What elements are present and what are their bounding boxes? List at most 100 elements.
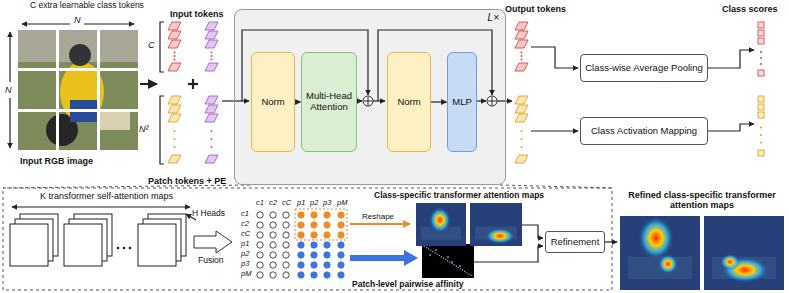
norm-box: Norm [251,52,295,152]
ellipsis-dot [117,247,120,250]
ellipsis-dot [211,55,213,57]
matrix-cell [283,262,289,268]
ellipsis-dot [521,130,523,132]
label-box: p2 [241,250,249,259]
arrow [476,100,486,101]
label-box: C [148,40,155,50]
token [515,155,528,163]
bracket [160,96,164,164]
ellipsis-dot [521,138,523,140]
label: cC [282,199,291,208]
matrix-cell [338,212,344,218]
class-patch-box [295,209,347,240]
matrix-cell [324,272,330,278]
label: pM [337,199,347,208]
label: p2 [310,199,318,208]
patch-grid [18,30,138,150]
label-box: p2 [310,199,318,208]
token [168,114,181,122]
zoom-line [500,185,612,188]
label: p2 [241,250,249,259]
label-box: Fusion [198,256,224,266]
affinity-dot [447,256,449,258]
matrix-cell [338,242,344,248]
matrix-cell [270,232,276,238]
score-square [758,38,764,44]
arrow [373,100,385,101]
token [515,63,528,71]
score-square [758,112,764,118]
label: c2 [241,220,249,229]
ellipsis-dot [211,146,213,148]
affinity-map [422,244,474,278]
heatmap [704,216,784,290]
ellipsis-dot [174,138,176,140]
label-box: cC [241,230,250,239]
label-box: p3 [241,260,249,269]
dim-line [12,206,190,207]
label-box: Patch-level pairwise affinity [352,280,463,290]
token [515,40,528,48]
label: p1 [241,240,249,249]
matrix-cell [257,262,263,268]
heatmap [620,216,700,290]
zoom-region [3,188,612,290]
label-box: Class scores [722,4,778,14]
ellipsis-dot [760,127,762,129]
matrix-cell [283,252,289,258]
block-ground [234,9,506,185]
label-box: Reshape [362,212,394,221]
bracket [160,22,164,72]
process-box: Class-wise Average Pooling [580,54,708,82]
token [168,22,181,30]
arrow [474,246,543,262]
ellipsis-dot [211,138,213,140]
ellipsis-dot [521,59,523,61]
score-square [758,150,764,156]
label: Refined class-specific transformer atten… [618,190,786,211]
label-box: c2 [269,199,277,208]
ellipsis-dot [129,247,132,250]
matrix-cell [298,212,304,218]
heatmap [416,203,466,246]
ellipsis-dot [174,52,176,54]
matrix-cell [283,242,289,248]
matrix-cell [311,242,317,248]
process-box: Class Activation Mapping [580,117,708,145]
matrix-cell [324,232,330,238]
ellipsis-dot [521,146,523,148]
label: Patch-level pairwise affinity [352,280,463,290]
matrix-cell [338,222,344,228]
image-ground [18,30,138,150]
score-square [758,22,764,28]
add-circle [487,96,497,106]
matrix-cell [283,212,289,218]
heat-blob [429,207,451,233]
token [205,31,218,39]
matrix-cell [324,222,330,228]
box-text: Multi-Head Attention [304,91,354,113]
process-box: Refinement [545,231,605,253]
dim-line [22,23,70,24]
label-box: Patch tokens + PE [148,176,226,186]
ellipsis-dot [174,55,176,57]
label-box: Input RGB image [20,156,93,166]
label: Output tokens [505,4,566,14]
label: K transformer self-attention maps [40,191,173,201]
matrix-cell [283,272,289,278]
label: c2 [269,199,277,208]
matrix-cell [311,232,317,238]
matrix-cell [298,252,304,258]
image-bike [100,112,130,130]
matrix-cell [283,222,289,228]
matrix-cell [270,242,276,248]
token [205,155,218,163]
image-helmet [69,44,91,66]
add-cross [488,97,496,105]
label: pM [241,270,251,279]
connector [431,101,447,102]
label: C extra learnable class tokens [30,1,144,11]
label-box: p1 [241,240,249,249]
matrix-cell [257,212,263,218]
token [205,63,218,71]
